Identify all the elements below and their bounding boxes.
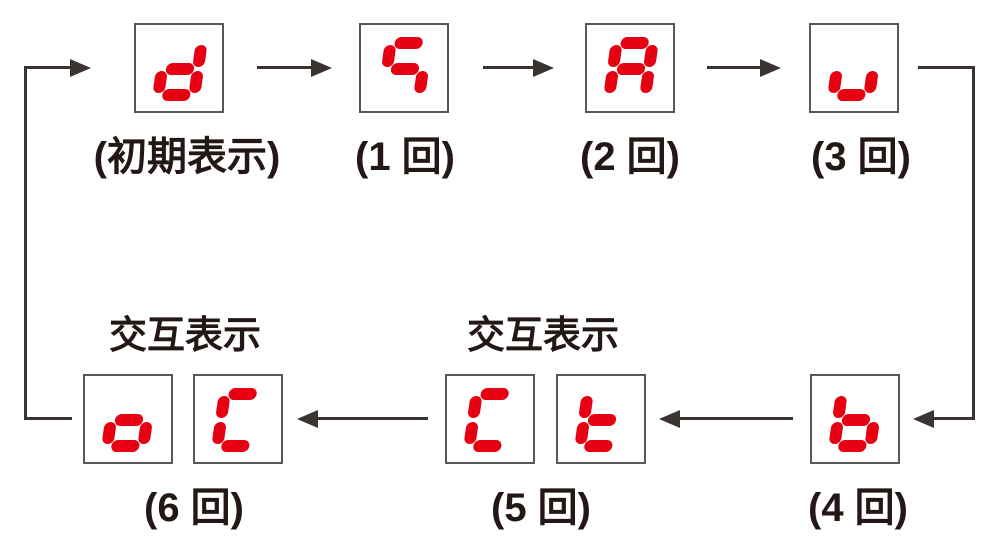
arrowhead-into-b-icon	[913, 410, 934, 428]
label-alternating-step6: 交互表示	[108, 315, 262, 357]
segment-d	[161, 89, 192, 101]
arrow-Ct-to-oC-head-icon	[297, 410, 318, 428]
segment-b	[192, 45, 208, 67]
label-step5: (5 回)	[491, 486, 591, 530]
seven-segment-C	[211, 388, 268, 452]
loop-vertical-line	[24, 66, 27, 420]
segment-g	[165, 63, 195, 75]
display-box-step4-b	[810, 374, 900, 464]
display-box-step3-u	[809, 23, 899, 113]
segment-d	[220, 440, 251, 452]
segment-g	[390, 63, 420, 75]
arrow-5-to-A-line	[483, 66, 535, 69]
arrow-b-to-Ct-head-icon	[659, 410, 680, 428]
segment-b	[643, 45, 659, 67]
display-box-step5-t	[556, 374, 646, 464]
segment-c	[137, 422, 153, 444]
segment-a	[393, 37, 424, 49]
right-connector-bottom-line	[934, 417, 975, 420]
display-box-step6-o	[83, 374, 173, 464]
label-step2: (2 回)	[580, 135, 680, 179]
seven-segment-d	[152, 37, 209, 101]
segment-f	[215, 396, 231, 418]
display-box-step6-C	[193, 374, 283, 464]
arrow-A-to-u-head-icon	[760, 59, 781, 77]
arrowhead-into-initial-icon	[70, 59, 91, 77]
display-box-step2-A	[585, 23, 675, 113]
arrow-d-to-5-head-icon	[311, 59, 332, 77]
segment-d	[472, 440, 503, 452]
loop-top-line	[24, 66, 72, 69]
segment-d	[110, 440, 141, 452]
display-box-step1-5	[359, 23, 449, 113]
segment-g	[616, 63, 646, 75]
segment-c	[639, 71, 655, 93]
seven-segment-o	[101, 388, 158, 452]
segment-e	[603, 71, 619, 93]
segment-c	[863, 71, 879, 93]
segment-d	[836, 89, 867, 101]
segment-g	[114, 414, 144, 426]
seven-segment-5	[377, 37, 434, 101]
display-box-step5-C	[445, 374, 535, 464]
arrow-Ct-to-oC-line	[318, 417, 428, 420]
segment-g	[841, 414, 871, 426]
label-step3: (3 回)	[811, 135, 911, 179]
arrow-b-to-Ct-line	[680, 417, 793, 420]
seven-segment-u	[827, 37, 884, 101]
label-step4: (4 回)	[808, 486, 908, 530]
segment-c	[864, 422, 880, 444]
segment-a	[479, 388, 510, 400]
segment-g	[587, 414, 617, 426]
arrow-d-to-5-line	[257, 66, 312, 69]
display-box-initial-d	[134, 23, 224, 113]
loop-bottom-line	[24, 417, 72, 420]
segment-c	[188, 71, 204, 93]
label-initial: (初期表示)	[93, 135, 281, 179]
label-step6: (6 回)	[144, 486, 244, 530]
right-connector-vertical-line	[972, 66, 975, 420]
segment-d	[583, 440, 614, 452]
segment-a	[227, 388, 258, 400]
seven-segment-A	[603, 37, 660, 101]
seven-segment-t	[574, 388, 631, 452]
segment-f	[467, 396, 483, 418]
segment-c	[413, 71, 429, 93]
label-alternating-step5: 交互表示	[466, 315, 620, 357]
arrow-A-to-u-line	[707, 66, 762, 69]
seven-segment-b	[828, 388, 885, 452]
segment-d	[837, 440, 868, 452]
arrow-5-to-A-head-icon	[533, 59, 554, 77]
label-step1: (1 回)	[355, 135, 455, 179]
segment-a	[619, 37, 650, 49]
seven-segment-C2	[463, 388, 520, 452]
right-connector-top-line	[918, 66, 975, 69]
